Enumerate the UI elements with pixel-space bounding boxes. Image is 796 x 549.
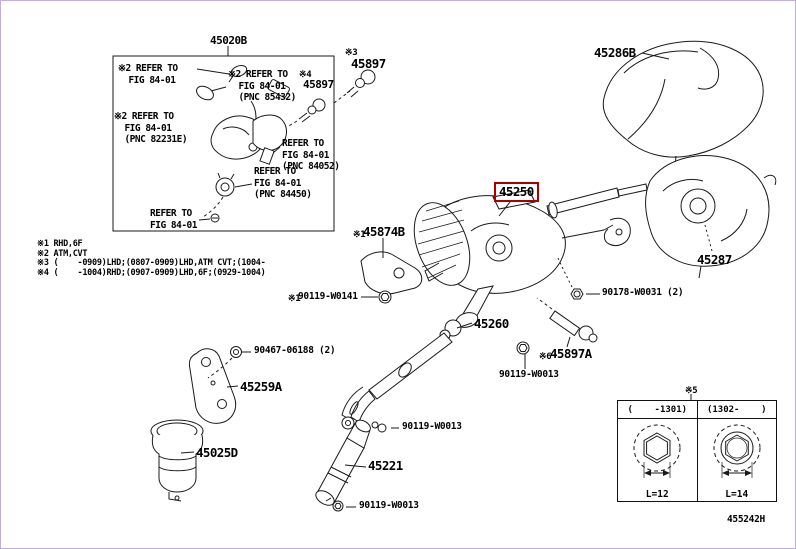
size-table-range-left: ( -1301)	[618, 401, 698, 418]
bracket-45259A-drawing	[188, 348, 237, 424]
column-assembly-drawing	[413, 183, 648, 328]
refer-note-6[interactable]: REFER TO FIG 84-01	[150, 208, 197, 231]
footnote-mark-4: ※4	[299, 70, 312, 80]
part-label-45897-inset[interactable]: 45897	[303, 78, 334, 91]
size-table-cell-right: L=14	[698, 419, 777, 501]
refer-note-4[interactable]: REFER TO FIG 84-01 (PNC 84052)	[282, 138, 340, 173]
tube-45221-drawing	[315, 419, 371, 506]
part-label-45025d[interactable]: 45025D	[196, 445, 238, 460]
part-label-45250-highlighted[interactable]: 45250	[494, 182, 539, 202]
footnote-mark-1b: ※1	[288, 294, 301, 304]
part-label-90178-w0031[interactable]: 90178-W0031 (2)	[602, 287, 684, 298]
footnote-mark-5: ※5	[685, 386, 698, 396]
hex-socket-12-icon	[633, 424, 681, 478]
part-label-45897[interactable]: 45897	[351, 56, 386, 71]
part-label-90119-w0013-top[interactable]: 90119-W0013	[402, 421, 462, 432]
leader-lines	[180, 52, 713, 508]
part-label-45221[interactable]: 45221	[368, 458, 403, 473]
footnote-mark-3: ※3	[345, 48, 358, 58]
part-label-90119-w0013-bottom[interactable]: 90119-W0013	[359, 500, 419, 511]
part-label-45897a[interactable]: 45897A	[550, 346, 592, 361]
part-label-90467-06188[interactable]: 90467-06188 (2)	[254, 345, 336, 356]
part-label-90119-w0141[interactable]: 90119-W0141	[298, 291, 358, 302]
part-label-45874b[interactable]: 45874B	[363, 224, 405, 239]
hex-socket-14-icon	[713, 424, 761, 478]
socket-size-label-14: L=14	[725, 489, 749, 500]
bracket-45874B-drawing	[360, 251, 423, 295]
legend-line-4: ※4 ( -1004)RHD;(0907-0909)LHD,6F;(0929-1…	[37, 267, 266, 278]
inset-box	[112, 46, 335, 232]
intermediate-shaft-drawing	[341, 319, 462, 436]
part-label-45259a[interactable]: 45259A	[240, 379, 282, 394]
size-table-range-right: (1302- )	[706, 404, 767, 415]
figure-doc-code: 455242H	[727, 514, 765, 525]
size-table-cell-left: L=12	[618, 419, 698, 501]
part-label-90119-w0013-mid[interactable]: 90119-W0013	[499, 369, 559, 380]
footnote-legend: ※1 RHD,6F ※2 ATM,CVT ※3 ( -0909)LHD;(080…	[37, 239, 266, 278]
footnote-mark-1a: ※1	[353, 230, 366, 240]
part-label-45286b[interactable]: 45286B	[594, 45, 636, 60]
footnote-mark-6: ※6	[539, 352, 552, 362]
part-label-45020b[interactable]: 45020B	[210, 34, 247, 47]
socket-size-table: ( -1301) (1302- ) L=12	[617, 400, 777, 502]
refer-note-1[interactable]: ※2 REFER TO FIG 84-01	[118, 63, 178, 86]
part-label-45287[interactable]: 45287	[697, 252, 732, 267]
inset-box-parts	[196, 65, 351, 223]
cover-45286B-drawing	[602, 40, 764, 171]
legend-line-3: ※3 ( -0909)LHD;(0807-0909)LHD,ATM CVT;(1…	[37, 258, 266, 269]
legend-line-1: ※1 RHD,6F	[37, 239, 83, 249]
boot-45025D-drawing	[150, 419, 204, 502]
refer-note-5[interactable]: REFER TO FIG 84-01 (PNC 84450)	[254, 166, 312, 201]
refer-note-3[interactable]: ※2 REFER TO FIG 84-01 (PNC 82231E)	[114, 111, 188, 146]
socket-size-label-12: L=12	[645, 489, 669, 500]
part-label-45260[interactable]: 45260	[474, 316, 509, 331]
fasteners-drawing	[207, 69, 598, 512]
legend-line-2: ※2 ATM,CVT	[37, 248, 88, 259]
cover-45287-drawing	[645, 155, 777, 279]
refer-note-2[interactable]: ※2 REFER TO FIG 84-01 (PNC 85432)	[228, 69, 296, 104]
